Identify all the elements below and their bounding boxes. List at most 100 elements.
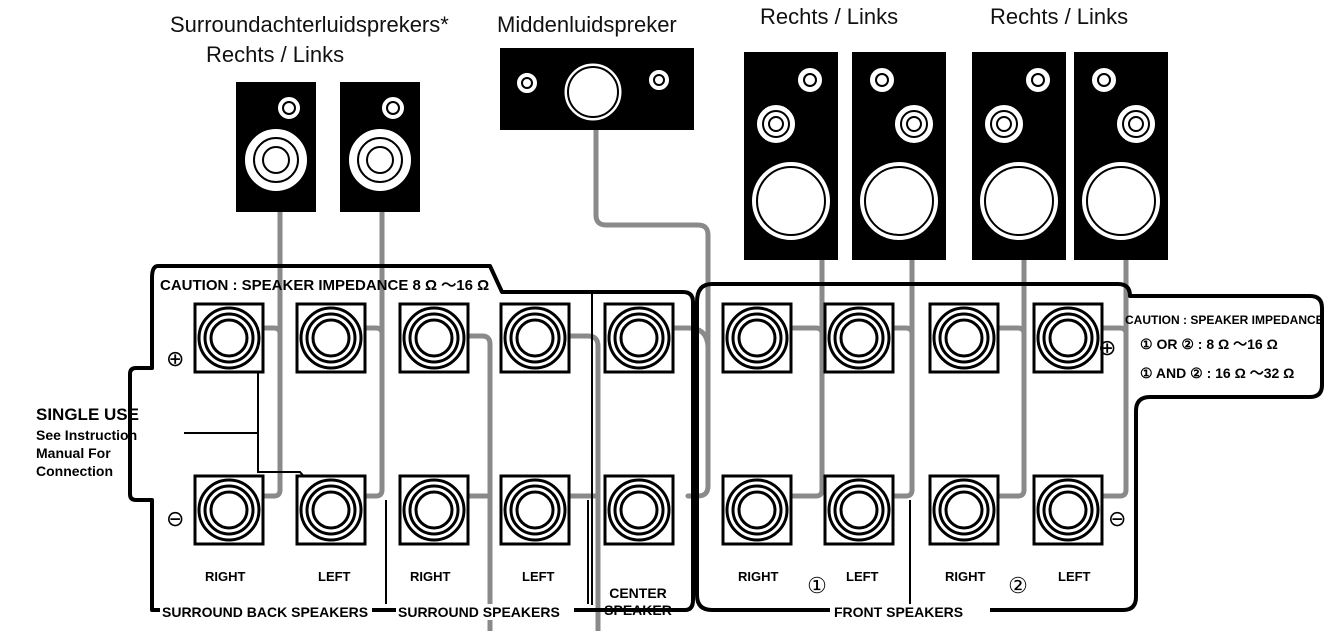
terminal-label-1: RIGHT [205,569,246,584]
group-label-surround-back: SURROUND BACK SPEAKERS [162,604,368,620]
terminal-knob [311,490,351,530]
terminal-front2-right-plus [928,302,1000,374]
front1-speaker-left [852,52,946,260]
midrange-icon [755,103,797,145]
center-speaker [500,48,694,130]
terminal-surround-back-left-minus [295,474,367,546]
wire-surround-back-right [255,209,283,499]
terminal-knob [839,318,879,358]
woofer-inner [984,166,1054,236]
group-label-surround: SURROUND SPEAKERS [398,604,560,620]
terminal-mid [938,312,990,364]
tweeter-icon [796,66,824,94]
terminals-layer [193,302,1104,546]
terminal-label-3: RIGHT [410,569,451,584]
tweeter-icon-inner [282,101,296,115]
center-label-line1: CENTER [609,585,667,601]
center-label-line2: SPEAKER [604,602,672,618]
woofer-inner [864,166,934,236]
midrange-inner [1122,110,1150,138]
terminal-mid [938,484,990,536]
terminal-knob [737,318,777,358]
terminal-knob [619,490,659,530]
terminal-mid [408,484,460,536]
terminal-mid [1042,312,1094,364]
wire-front-1 [783,257,825,499]
surround-back-title: Surroundachterluidsprekers* [170,12,449,37]
panel-right-outline [695,282,1324,612]
tweeter-icon-inner [653,74,665,86]
terminal-knob [1048,490,1088,530]
woofer-icon-inner [253,137,299,183]
terminal-surround-back-right-minus [193,474,265,546]
terminal-front2-right-minus [928,474,1000,546]
terminal-label-6: ① [807,573,827,598]
terminal-mid [833,312,885,364]
midrange-inner [990,110,1018,138]
group-label-front: FRONT SPEAKERS [834,604,963,620]
woofer-icon [561,60,625,124]
terminal-label-8: RIGHT [945,569,986,584]
woofer-inner [567,66,619,118]
terminal-surround-back-right-plus [193,302,265,374]
midrange-cap [996,116,1012,132]
panel-left-outline [128,264,695,612]
caution-right-line1: ① OR ② : 8 Ω ～16 Ω [1140,336,1278,352]
woofer-icon-inner [357,137,403,183]
terminal-label-4: LEFT [522,569,555,584]
terminal-mid [613,484,665,536]
woofer-icon [1080,160,1162,242]
tweeter-icon [647,68,671,92]
caution-right-line2: ① AND ② : 16 Ω ～32 Ω [1140,365,1294,381]
terminal-knob [414,490,454,530]
terminal-surround-left-plus [499,302,571,374]
terminal-knob [515,318,555,358]
terminal-mid [1042,484,1094,536]
terminal-front2-left-minus [1032,474,1104,546]
terminal-knob [737,490,777,530]
tweeter-icon-inner [521,77,533,89]
terminal-mid [613,312,665,364]
wire-front-4 [1089,257,1129,499]
woofer-cap [366,146,394,174]
plus-symbol-right: ⊕ [1098,335,1116,360]
panel-outline-layer [128,264,1324,612]
terminal-label-9: ② [1008,573,1028,598]
speakers-layer [236,48,1168,260]
surround-back-speaker-left [340,82,420,212]
midrange-icon [983,103,1025,145]
midrange-inner [762,110,790,138]
group-label-bg-2 [396,604,574,620]
tweeter-icon-inner [1031,73,1045,87]
woofer-cap [262,146,290,174]
terminal-surround-right-minus [398,474,470,546]
tweeter-icon-inner [803,73,817,87]
terminal-mid [305,484,357,536]
midrange-cap [906,116,922,132]
single-use-line-3: Connection [36,463,113,479]
wire-center [593,127,711,499]
midrange-icon [893,103,935,145]
terminal-front1-left-minus [823,474,895,546]
terminal-knob [209,318,249,358]
minus-symbol-right: ⊖ [1108,506,1126,531]
wire-front-2 [885,257,915,499]
tweeter-icon [868,66,896,94]
wire-surround-back-left [357,209,385,499]
terminal-knob [209,490,249,530]
terminal-surround-right-plus [398,302,470,374]
terminal-front1-right-minus [721,474,793,546]
terminal-mid [203,484,255,536]
single-use-title: SINGLE USE [36,405,139,424]
terminal-front2-left-plus [1032,302,1104,374]
front1-sides: Rechts / Links [760,4,899,29]
terminal-knob [311,318,351,358]
group-label-bg-1 [160,604,372,620]
terminal-knob [839,490,879,530]
woofer-inner [756,166,826,236]
front1-speaker-right [744,52,838,260]
surround-back-speaker-right [236,82,316,212]
midrange-cap [768,116,784,132]
terminal-knob [1048,318,1088,358]
